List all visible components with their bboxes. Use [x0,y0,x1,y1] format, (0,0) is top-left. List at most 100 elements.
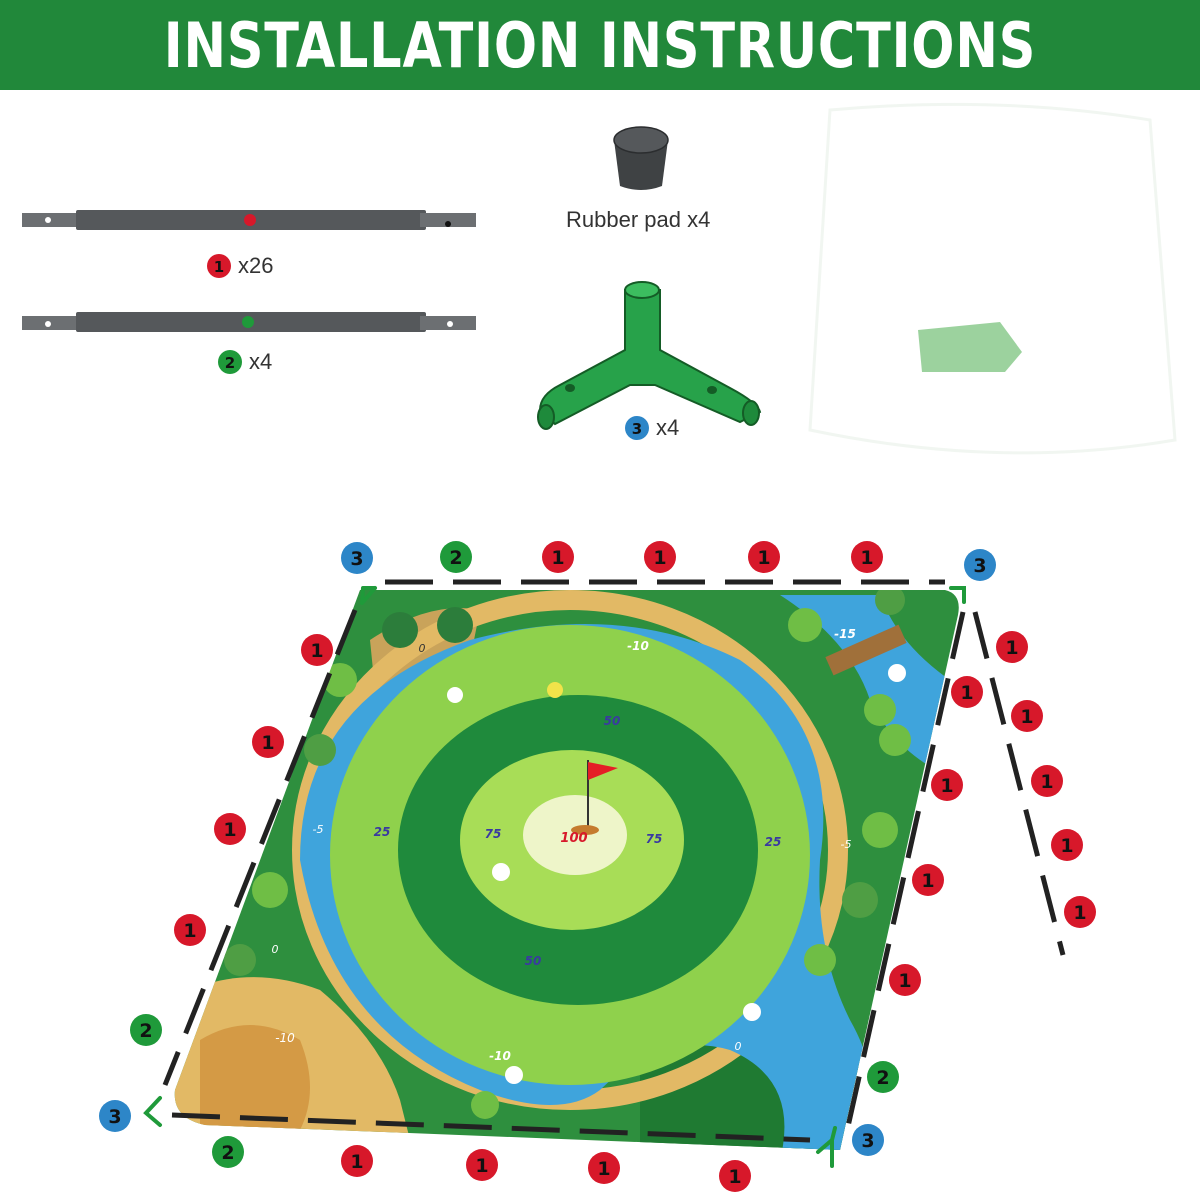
frame-outline [162,579,1066,1143]
frame-badge-number: 1 [597,1158,610,1180]
frame-badge-circle [341,1145,373,1177]
frame-badge-circle [542,541,574,573]
corner-connectors [143,586,966,1168]
frame-badge-number: 3 [861,1130,874,1152]
mat-score: 25 [765,835,782,849]
mat-score: 75 [485,827,502,841]
frame-badge-outer-right-2: 1 [1031,765,1063,797]
frame-badge-number: 1 [940,775,953,797]
frame-badge-left-1: 1 [252,726,284,758]
frame-badge-top-6: 3 [964,549,996,581]
mat-score: 50 [604,714,621,728]
frame-badge-circle [951,676,983,708]
frame-badge-bottom-4: 1 [719,1160,751,1192]
frame-badge-number: 1 [1060,835,1073,857]
mat-score: -10 [275,1031,295,1045]
frame-badge-top-4: 1 [748,541,780,573]
frame-badge-number: 1 [350,1151,363,1173]
frame-badge-outer-right-4: 1 [1064,896,1096,928]
mat-score: 75 [646,832,663,846]
frame-badge-number: 1 [261,732,274,754]
frame-badge-number: 1 [757,547,770,569]
mat-score: -10 [627,639,649,653]
frame-badge-circle [252,726,284,758]
frame-badge-outer-right-0: 1 [996,631,1028,663]
frame-badge-outer-right-1: 1 [1011,700,1043,732]
frame-badge-circle [212,1136,244,1168]
frame-badge-number: 1 [898,970,911,992]
pole-2-drawing [22,312,476,332]
mat-score: -5 [313,823,324,836]
part-1-badge: 1 [207,254,231,278]
frame-badge-circle [341,542,373,574]
frame-badge-number: 2 [221,1142,234,1164]
frame-badge-top-5: 1 [851,541,883,573]
frame-badge-circle [1051,829,1083,861]
frame-badge-number: 1 [921,870,934,892]
frame-badge-right-4: 2 [867,1061,899,1093]
frame-badge-left-3: 1 [174,914,206,946]
frame-badge-number: 1 [1005,637,1018,659]
frame-badge-number: 2 [449,547,462,569]
frame-badge-bottom-2: 1 [466,1149,498,1181]
frame-badge-left-4: 2 [130,1014,162,1046]
frame-badge-top-3: 1 [644,541,676,573]
mat-score: 50 [525,954,542,968]
frame-badge-number: 2 [876,1067,889,1089]
frame-badge-bottom-0: 2 [212,1136,244,1168]
frame-badge-outer-right-3: 1 [1051,829,1083,861]
mat-score: -5 [841,838,852,851]
frame-badge-circle [748,541,780,573]
frame-badge-bottom-3: 1 [588,1152,620,1184]
corner-connector-drawing [537,281,762,430]
mat-score: 100 [560,831,587,846]
connector-qty: x4 [656,415,680,440]
title-banner: INSTALLATION INSTRUCTIONS [0,0,1200,90]
pole-1-qty: x26 [238,253,274,278]
frame-badge-circle [889,964,921,996]
frame-badge-left-5: 3 [99,1100,131,1132]
frame-badge-circle [996,631,1028,663]
frame-badge-circle [1064,896,1096,928]
mat-score: 0 [419,642,426,655]
frame-badge-left-0: 1 [301,634,333,666]
pole-1-drawing [22,210,476,230]
frame-badge-circle [1011,700,1043,732]
frame-badge-top-0: 3 [341,542,373,574]
frame-badge-circle [214,813,246,845]
frame-badge-circle [964,549,996,581]
frame-badge-circle [852,1124,884,1156]
part-1-number: 1 [214,258,224,276]
frame-badge-number: 1 [183,920,196,942]
mat-score: 0 [272,943,279,956]
frame-badge-number: 1 [310,640,323,662]
frame-badge-circle [301,634,333,666]
frame-badge-circle [466,1149,498,1181]
frame-badge-left-2: 1 [214,813,246,845]
frame-badge-right-1: 1 [912,864,944,896]
frame-badge-number: 1 [728,1166,741,1188]
frame-badge-right-5: 3 [852,1124,884,1156]
part-2-number: 2 [225,354,235,372]
mat-score: -10 [489,1049,511,1063]
pole-2-qty: x4 [249,349,273,374]
frame-badge-number: 1 [960,682,973,704]
frame-badge-circle [719,1160,751,1192]
frame-badge-circle [1031,765,1063,797]
frame-badge-circle [440,541,472,573]
frame-badge-number: 1 [223,819,236,841]
frame-badge-circle [851,541,883,573]
frame-badge-right-0: 1 [931,769,963,801]
frame-badge-number: 1 [1040,771,1053,793]
frame-badge-circle [174,914,206,946]
part-2-badge: 2 [218,350,242,374]
part-3-badge: 3 [625,416,649,440]
frame-badge-top-1: 2 [440,541,472,573]
frame-badge-circle [644,541,676,573]
frame-badge-number: 1 [551,547,564,569]
frame-badge-top-2: 1 [542,541,574,573]
rubber-pad-drawing [613,126,669,190]
frame-badge-number: 1 [1073,902,1086,924]
